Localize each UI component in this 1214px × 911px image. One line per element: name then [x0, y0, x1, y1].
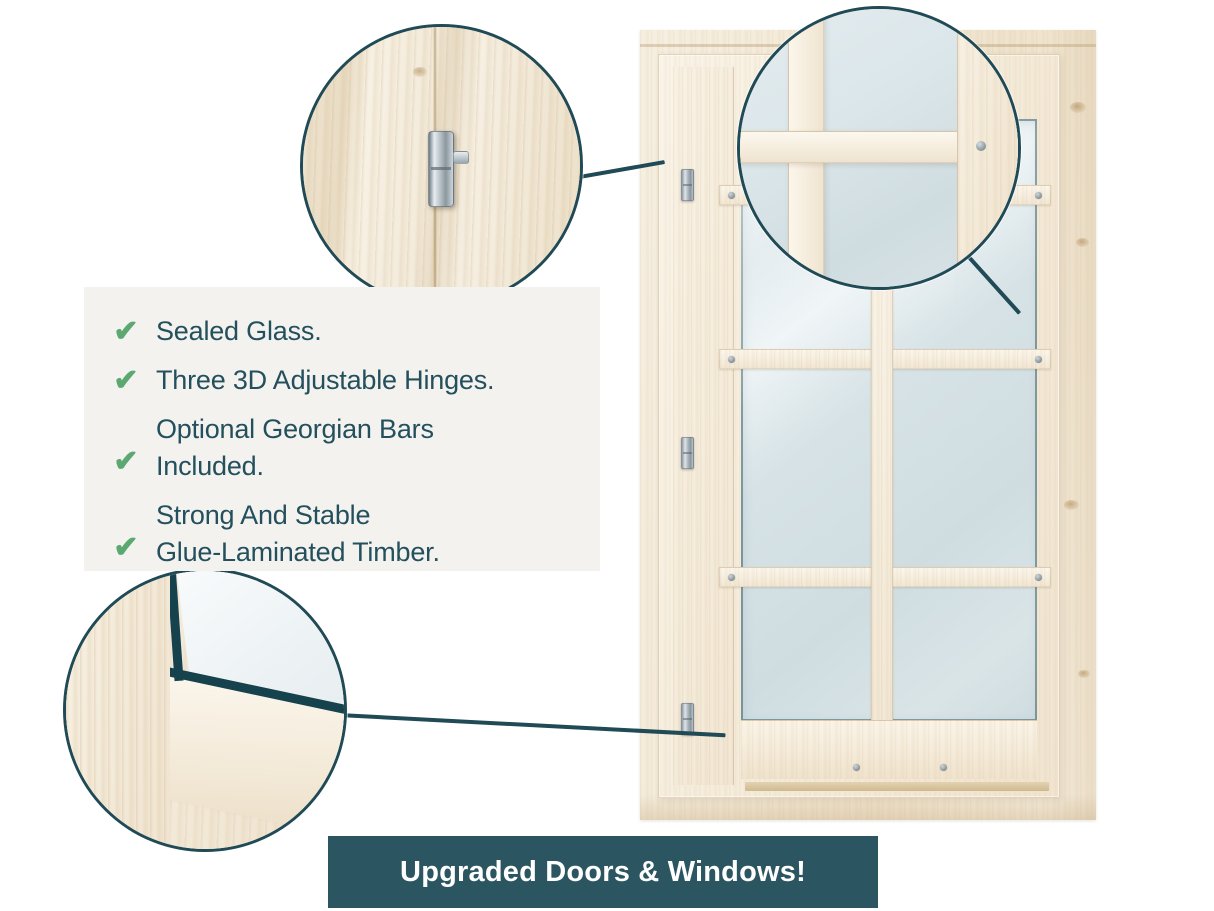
window-sill-strip	[745, 782, 1049, 791]
rail-screw	[853, 764, 860, 771]
callout-corner-joint-closeup	[63, 568, 347, 852]
hinge-middle-icon	[681, 437, 694, 469]
banner-title: Upgraded Doors & Windows!	[400, 855, 806, 888]
feature-label: Strong And Stable Glue-Laminated Timber.	[156, 497, 440, 571]
macro-sash-frame	[957, 9, 1018, 287]
hinge-top-icon	[681, 169, 694, 201]
feature-label-line: Included.	[156, 451, 264, 481]
wood-knot	[1078, 670, 1090, 678]
rail-screw	[940, 764, 947, 771]
list-item: ✔ Three 3D Adjustable Hinges.	[106, 362, 600, 399]
feature-label-line: Optional Georgian Bars	[156, 414, 434, 444]
sash-bottom-rail	[741, 720, 1037, 779]
features-panel: ✔ Sealed Glass. ✔ Three 3D Adjustable Hi…	[84, 287, 600, 571]
callout-georgian-bars-closeup	[737, 6, 1021, 290]
feature-label-line: Strong And Stable	[156, 500, 371, 530]
bar-screw	[1035, 192, 1042, 199]
macro-left-stile	[66, 571, 170, 849]
list-item: ✔ Sealed Glass.	[106, 313, 600, 350]
list-item: ✔ Strong And Stable Glue-Laminated Timbe…	[106, 497, 600, 571]
callout-hinge-closeup	[300, 24, 583, 307]
check-icon: ✔	[113, 364, 139, 397]
check-icon: ✔	[113, 315, 139, 348]
casing-bottom-shading	[640, 794, 1096, 820]
feature-label: Three 3D Adjustable Hinges.	[156, 365, 495, 395]
feature-label: Sealed Glass.	[156, 316, 322, 346]
bar-screw	[728, 192, 735, 199]
wood-knot	[1064, 500, 1079, 510]
wood-knot	[1070, 102, 1086, 113]
wood-knot	[1076, 238, 1089, 247]
wood-knot	[413, 67, 427, 77]
feature-label: Optional Georgian Bars Included.	[156, 411, 434, 485]
check-icon: ✔	[113, 445, 139, 478]
bottom-banner: Upgraded Doors & Windows!	[328, 836, 878, 908]
features-list: ✔ Sealed Glass. ✔ Three 3D Adjustable Hi…	[84, 287, 600, 571]
list-item: ✔ Optional Georgian Bars Included.	[106, 411, 600, 485]
bar-screw	[728, 574, 735, 581]
hinge-adjust-pin-icon	[453, 151, 469, 164]
bar-screw	[1035, 574, 1042, 581]
feature-label-line: Glue-Laminated Timber.	[156, 537, 440, 567]
macro-bar-screw	[976, 141, 986, 151]
check-icon: ✔	[113, 531, 139, 564]
bar-screw	[1035, 356, 1042, 363]
hinge-body-icon	[428, 131, 454, 207]
bar-screw	[728, 356, 735, 363]
